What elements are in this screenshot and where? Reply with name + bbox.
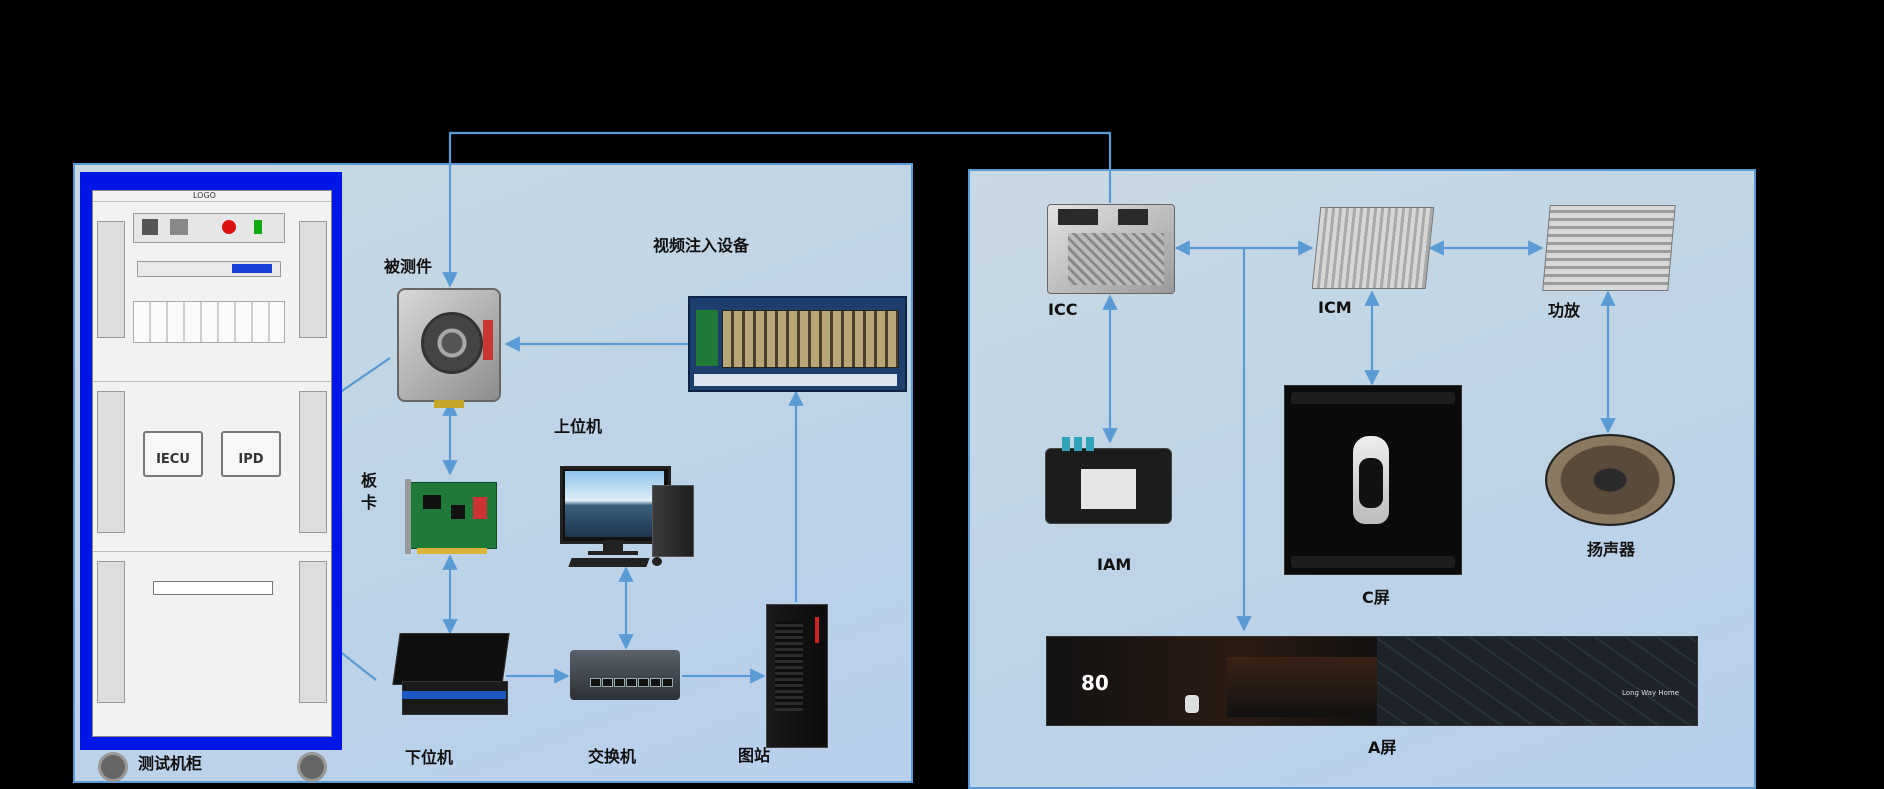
label-upper-machine: 上位机 <box>554 417 603 436</box>
c-screen-display <box>1284 385 1462 575</box>
a-screen-nav-text: Long Way Home <box>1622 689 1679 697</box>
label-c-screen: C屏 <box>1362 588 1390 607</box>
label-card: 板卡 <box>358 472 377 516</box>
cabinet-rail <box>299 391 327 533</box>
a-screen-speed: 80 <box>1081 671 1109 695</box>
gauge-icon <box>170 219 188 235</box>
icc-module <box>1047 204 1175 294</box>
gauge-icon <box>142 219 158 235</box>
cabinet-rack: LOGO IECU IPD <box>92 190 332 737</box>
label-video-injector: 视频注入设备 <box>653 236 750 255</box>
keyboard-icon <box>568 558 650 567</box>
device-under-test <box>397 288 501 408</box>
label-speaker: 扬声器 <box>1587 540 1636 559</box>
mouse-icon <box>652 557 662 566</box>
cabinet-rail <box>299 561 327 703</box>
label-switch: 交换机 <box>588 747 637 766</box>
monitor-stand <box>603 540 623 552</box>
icm-module <box>1311 207 1435 289</box>
label-lower-machine: 下位机 <box>405 748 454 767</box>
red-button-icon <box>222 220 236 234</box>
a-screen-display: 80 Long Way Home <box>1046 636 1698 726</box>
speaker <box>1545 434 1675 526</box>
amplifier <box>1542 205 1676 291</box>
label-dut: 被测件 <box>384 257 433 276</box>
iecu-box: IECU <box>143 431 203 477</box>
cabinet-module-row <box>133 301 285 343</box>
label-icc: ICC <box>1048 300 1078 319</box>
label-icm: ICM <box>1318 298 1352 317</box>
lower-machine <box>392 633 510 718</box>
line-icc-to-dut <box>442 131 1112 288</box>
cabinet-control-panel <box>133 213 285 243</box>
label-iam: IAM <box>1097 555 1132 574</box>
ipd-box: IPD <box>221 431 281 477</box>
cabinet-drawer-handle <box>153 581 273 595</box>
label-test-cabinet: 测试机柜 <box>138 754 203 773</box>
car-icon <box>1185 695 1199 713</box>
map-view <box>1377 637 1697 725</box>
network-switch <box>570 650 682 706</box>
interface-card <box>405 479 497 554</box>
test-cabinet: LOGO IECU IPD <box>80 172 342 750</box>
host-pc-tower <box>652 485 694 557</box>
caster-wheel-icon <box>297 752 327 782</box>
cabinet-instrument <box>137 261 281 277</box>
monitor-base <box>588 551 638 555</box>
cabinet-logo-plate: LOGO <box>193 191 216 200</box>
video-injection-device <box>688 296 907 392</box>
label-station: 图站 <box>738 746 771 765</box>
cabinet-rail <box>97 561 125 703</box>
label-a-screen: A屏 <box>1368 738 1397 757</box>
fan-icon <box>421 312 483 374</box>
cabinet-rail <box>299 221 327 338</box>
iam-module <box>1045 437 1172 524</box>
green-indicator-icon <box>254 220 262 234</box>
cabinet-rail <box>97 391 125 533</box>
label-amp: 功放 <box>1548 301 1581 320</box>
cabinet-rail <box>97 221 125 338</box>
graphics-workstation <box>766 604 828 748</box>
caster-wheel-icon <box>98 752 128 782</box>
